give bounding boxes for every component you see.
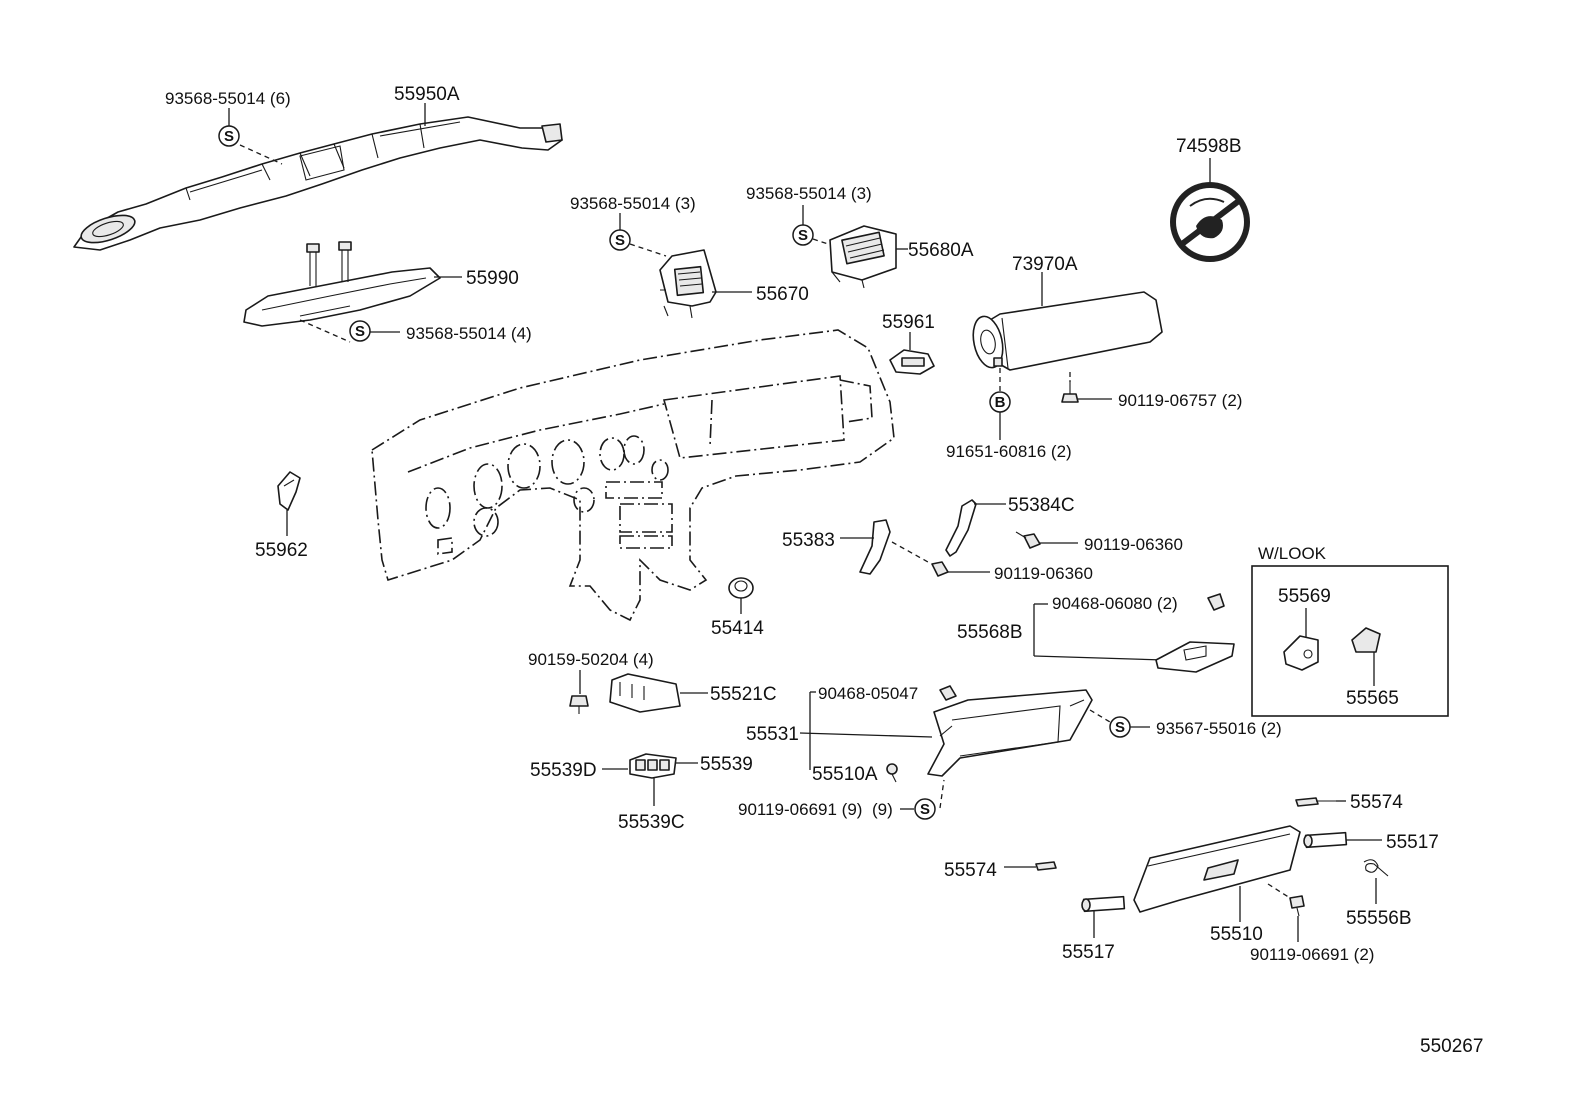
hinge-pin-55517-right-part[interactable] (1303, 831, 1348, 849)
bracket-55383-part[interactable] (859, 519, 891, 575)
bolt-90119-06360-b-part[interactable] (931, 561, 949, 577)
label-93567-55016-2: 93567-55016 (2) (1156, 719, 1282, 738)
clip-55510A-part[interactable] (886, 763, 898, 783)
label-55950A: 55950A (394, 84, 460, 105)
label-93568-55014-4: 93568-55014 (4) (406, 324, 532, 343)
defroster-duct-part[interactable] (73, 116, 563, 251)
label-93568-55014-3b: 93568-55014 (3) (746, 184, 872, 203)
label-55517-left: 55517 (1062, 942, 1115, 963)
screw-90159-50204-part[interactable] (569, 695, 589, 714)
label-93568-55014-6: 93568-55014 (6) (165, 89, 291, 108)
label-55510A: 55510A (812, 764, 878, 785)
label-55574-lower: 55574 (944, 860, 997, 881)
label-90119-06360-b: 90119-06360 (994, 564, 1093, 583)
svg-text:S: S (920, 801, 930, 818)
center-vent-55670-part[interactable] (659, 249, 717, 319)
bracket-55384C-part[interactable] (945, 499, 977, 557)
label-90468-05047: 90468-05047 (818, 684, 918, 703)
label-55539D: 55539D (530, 760, 597, 781)
clip-90468-05047-part[interactable] (939, 685, 957, 701)
variant-box-title: W/LOOK (1258, 544, 1327, 563)
bracket-55990-part[interactable] (243, 241, 441, 343)
label-55539C: 55539C (618, 812, 685, 833)
label-91651-60816-2: 91651-60816 (2) (946, 442, 1072, 461)
pin-55574-upper-part[interactable] (1295, 797, 1336, 807)
label-74598B: 74598B (1176, 136, 1242, 157)
label-55539: 55539 (700, 754, 753, 775)
label-55510: 55510 (1210, 924, 1263, 945)
bolt-90119-06757-part[interactable] (1061, 380, 1079, 403)
part-55414[interactable] (728, 577, 754, 599)
passenger-airbag-73970A-part[interactable] (969, 291, 1163, 371)
label-93568-55014-3a: 93568-55014 (3) (570, 194, 696, 213)
hinge-pin-55517-left-part[interactable] (1081, 895, 1126, 913)
spring-55556B-part[interactable] (1363, 859, 1389, 877)
label-90119-06360-a: 90119-06360 (1084, 535, 1183, 554)
clip-90468-06080-part[interactable] (1207, 593, 1225, 611)
label-55568B: 55568B (957, 622, 1023, 643)
svg-text:S: S (1115, 719, 1125, 736)
label-55565: 55565 (1346, 688, 1399, 709)
svg-text:S: S (355, 323, 365, 340)
label-90119-06691-2: 90119-06691 (2) (1250, 945, 1374, 964)
label-55574-upper: 55574 (1350, 792, 1403, 813)
label-55569: 55569 (1278, 586, 1331, 607)
label-9: (9) (872, 800, 893, 819)
label-55531: 55531 (746, 724, 799, 745)
label-55670: 55670 (756, 284, 809, 305)
label-55384C: 55384C (1008, 495, 1075, 516)
label-55962: 55962 (255, 540, 308, 561)
label-90119-06757-2: 90119-06757 (2) (1118, 391, 1242, 410)
pin-55574-lower-part[interactable] (1035, 861, 1057, 871)
screw-symbol-text: S (224, 128, 234, 145)
lower-panel-55531-part[interactable] (927, 689, 1093, 777)
switch-55539-part[interactable] (629, 753, 677, 779)
svg-text:S: S (798, 227, 808, 244)
label-55383: 55383 (782, 530, 835, 551)
screw-90119-06691-2-part[interactable] (1289, 895, 1305, 917)
label-90468-06080-2: 90468-06080 (2) (1052, 594, 1178, 613)
airbag-warning-label-part[interactable] (1170, 182, 1250, 262)
part-55962[interactable] (277, 471, 301, 511)
svg-text:S: S (615, 232, 625, 249)
side-vent-55680A-part[interactable] (829, 225, 897, 289)
lock-cylinder-55569-part[interactable] (1283, 635, 1319, 671)
label-55990: 55990 (466, 268, 519, 289)
label-90119-06691-9: 90119-06691 (9) (738, 800, 862, 819)
bolt-90119-06360-a-part[interactable] (1015, 531, 1041, 549)
label-55414: 55414 (711, 618, 764, 639)
part-55961[interactable] (889, 349, 935, 375)
lock-striker-55568B-part[interactable] (1155, 641, 1235, 673)
glove-box-door-55510-part[interactable] (1133, 825, 1301, 913)
label-55961: 55961 (882, 312, 935, 333)
label-55517-right: 55517 (1386, 832, 1439, 853)
instrument-panel-phantom (371, 329, 895, 622)
drawing-number: 550267 (1420, 1036, 1483, 1057)
w-look-variant-box (1251, 565, 1449, 717)
svg-text:B: B (995, 394, 1006, 411)
switch-base-55521C-part[interactable] (609, 673, 681, 713)
label-55521C: 55521C (710, 684, 777, 705)
label-90159-50204-4: 90159-50204 (4) (528, 650, 654, 669)
label-73970A: 73970A (1012, 254, 1078, 275)
label-55680A: 55680A (908, 240, 974, 261)
label-55556B: 55556B (1346, 908, 1412, 929)
lock-cover-55565-part[interactable] (1351, 627, 1381, 653)
